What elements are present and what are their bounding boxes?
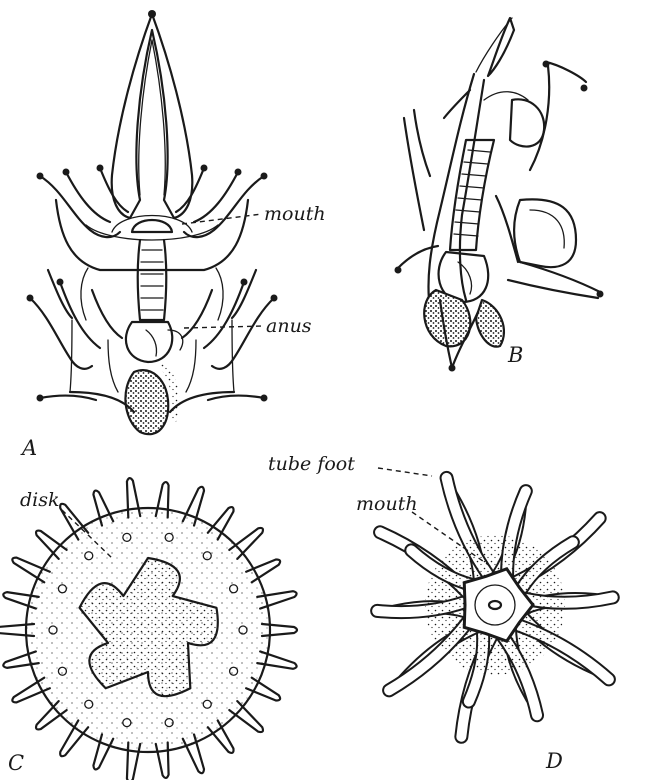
tube-foot-label: tube foot	[268, 453, 355, 475]
panel-letter-d: D	[545, 749, 563, 773]
panel-letter-a: A	[20, 436, 37, 460]
mouth-label-d: mouth	[356, 493, 418, 515]
tube-foot-leader-line	[378, 468, 432, 476]
panel-c-urchin	[0, 478, 297, 780]
panel-letter-b: B	[507, 343, 523, 367]
mouth-label-a: mouth	[264, 203, 326, 225]
panel-a-larva	[27, 10, 278, 434]
disk-label: disk	[20, 489, 60, 511]
panel-b-larva	[395, 18, 604, 372]
panel-letter-c: C	[8, 751, 24, 775]
panel-d-urchin	[377, 478, 613, 737]
anus-label: anus	[266, 315, 312, 337]
